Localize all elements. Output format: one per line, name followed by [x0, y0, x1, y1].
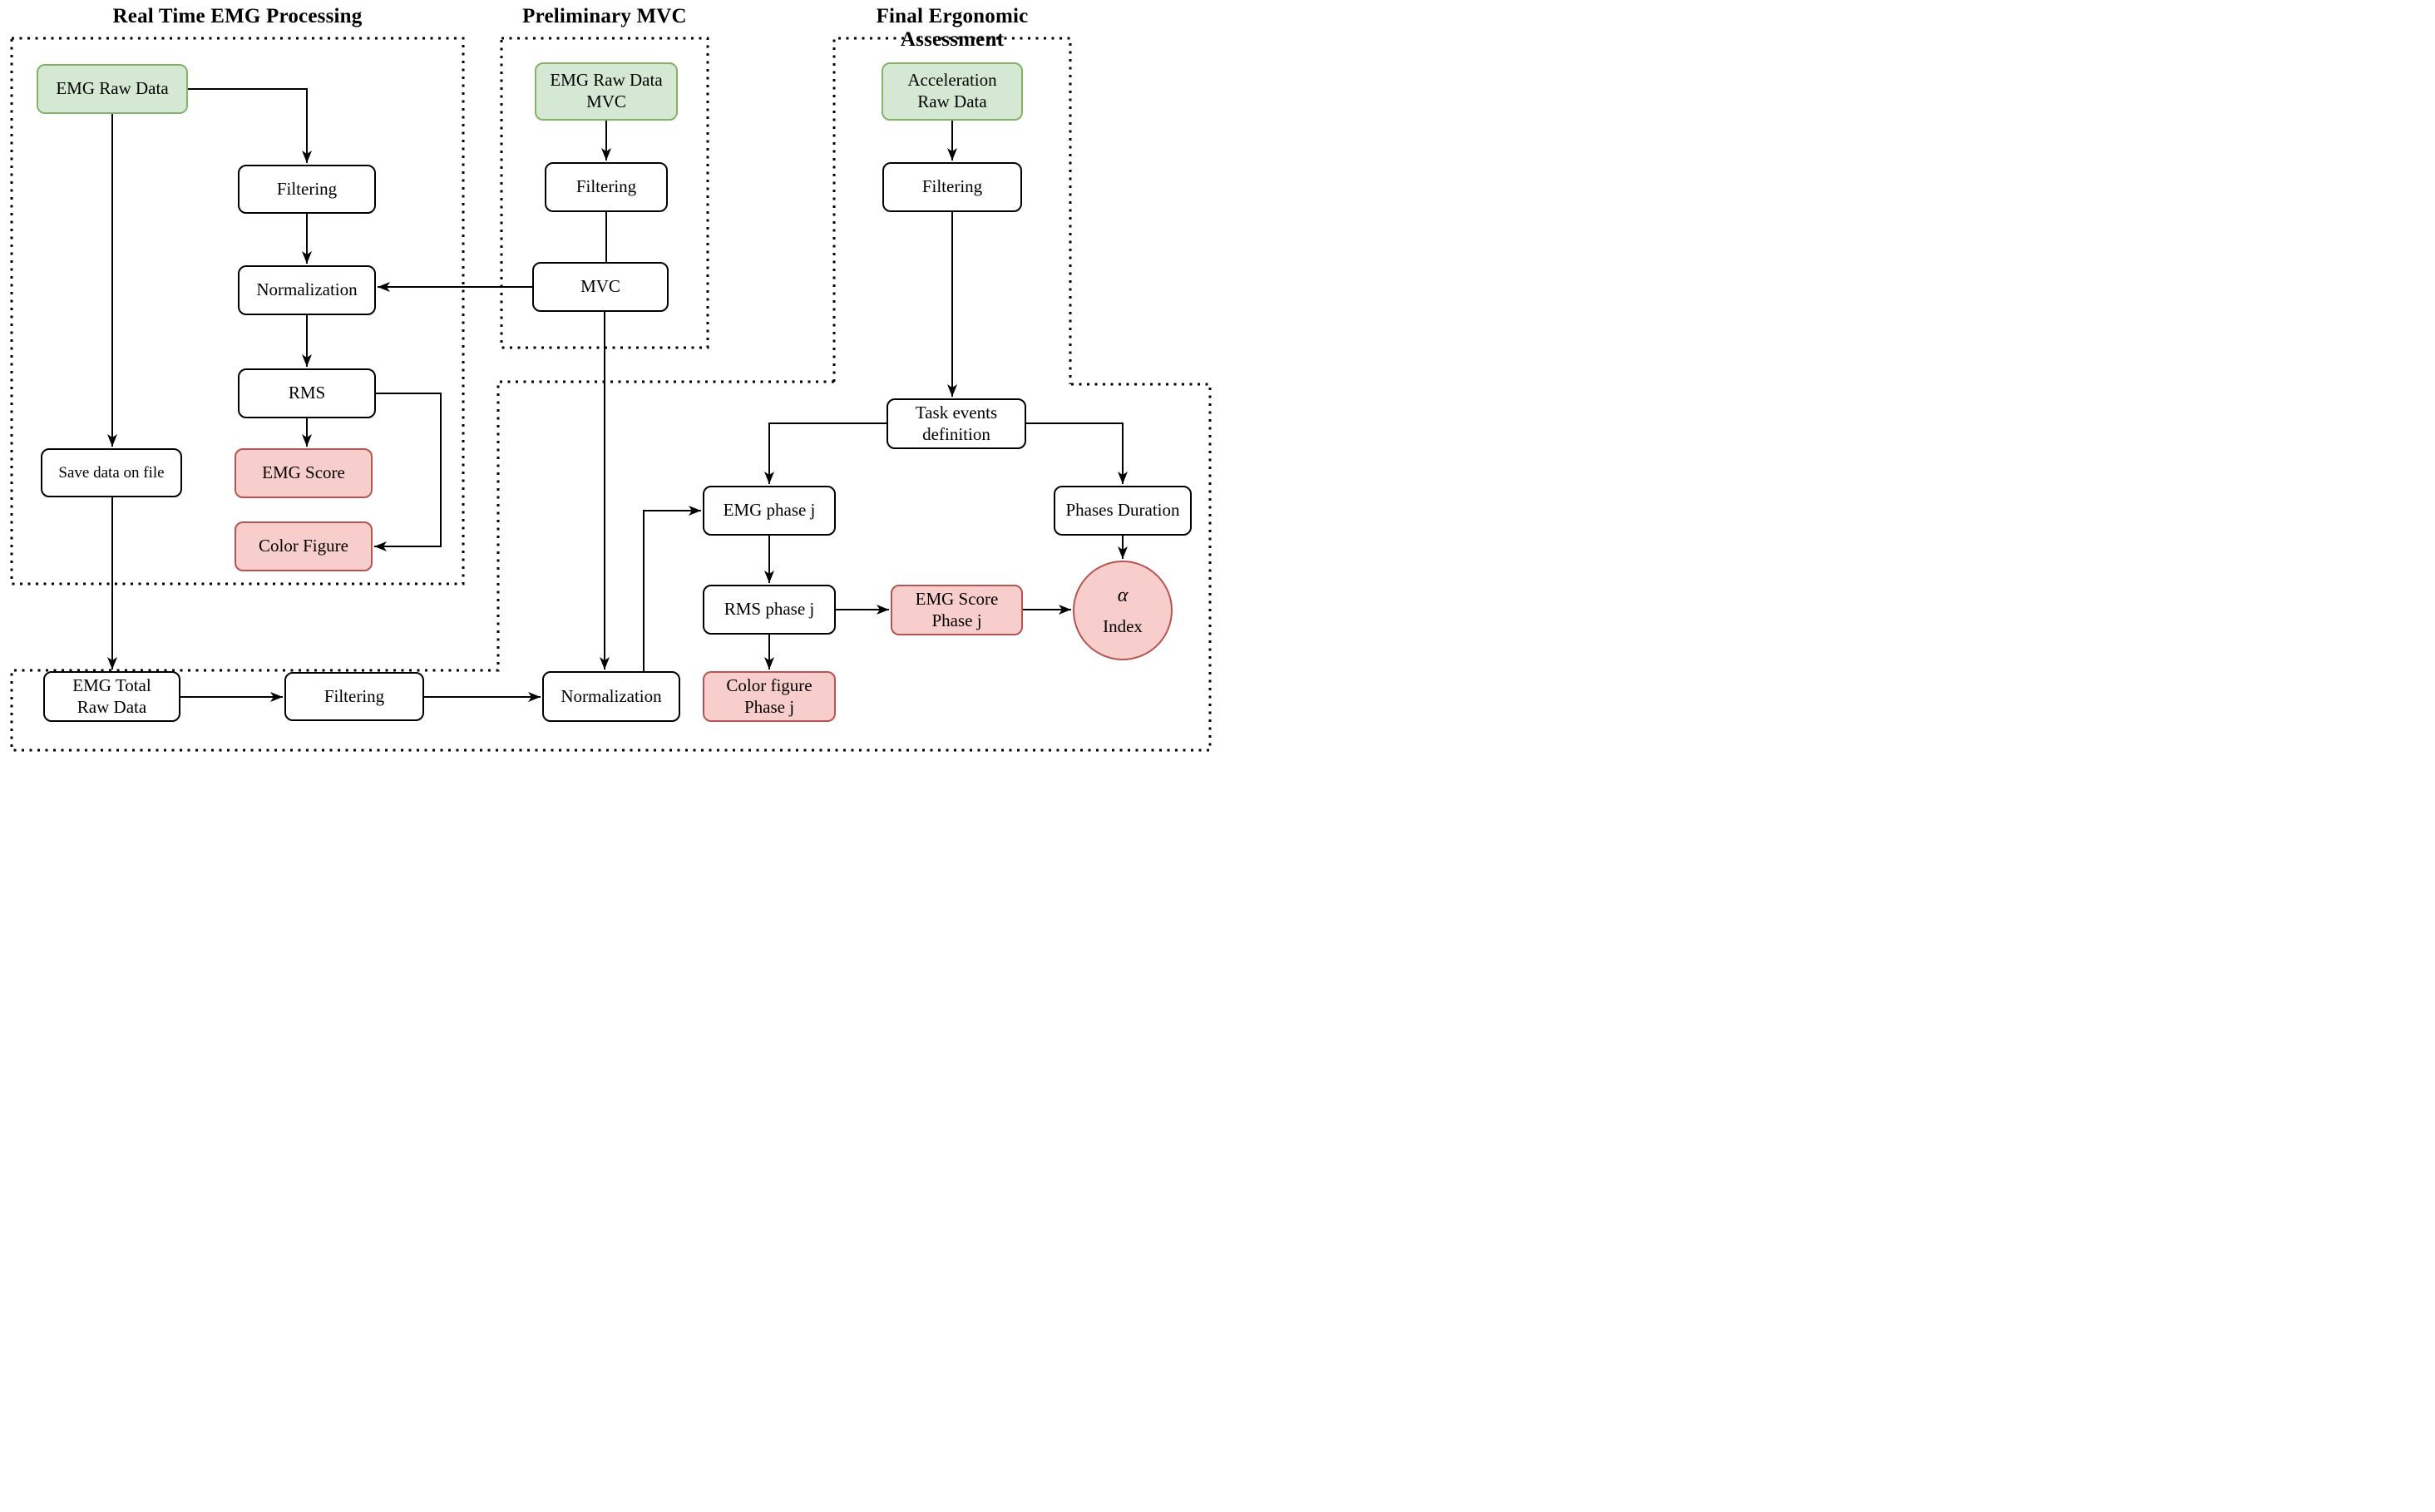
node-color-figure-phase-j: Color figure Phase j	[703, 671, 836, 722]
node-task-events-definition: Task events definition	[887, 398, 1026, 449]
node-emg-score-label: EMG Score	[262, 462, 345, 483]
node-alpha-symbol: α	[1117, 584, 1129, 606]
node-emg-raw-data-label: EMG Raw Data	[56, 78, 169, 99]
section-title-preliminary: Preliminary MVC	[522, 5, 687, 27]
node-emg-score: EMG Score	[235, 448, 373, 498]
node-mvc: MVC	[532, 262, 669, 312]
node-emg-total-raw-data: EMG Total Raw Data	[43, 671, 180, 722]
node-alpha-index-label: Index	[1103, 615, 1143, 636]
node-emg-score-phase-j: EMG Score Phase j	[891, 585, 1023, 635]
section-title-final: Final Ergonomic Assessment	[876, 5, 1029, 51]
node-filtering-fea: Filtering	[882, 162, 1022, 212]
node-acceleration-line1: Acceleration	[907, 70, 997, 91]
node-emg-raw-data: EMG Raw Data	[37, 64, 188, 114]
node-alpha-index: α Index	[1073, 561, 1173, 660]
node-emg-score-phase-j-line2: Phase j	[931, 610, 982, 630]
edge-emgrawdata-to-filtering	[188, 88, 312, 163]
node-emg-raw-data-mvc-line2: MVC	[586, 91, 626, 111]
node-filtering-mvc: Filtering	[545, 162, 668, 212]
node-save-data-on-file: Save data on file	[41, 448, 182, 497]
edge-taskevents-to-phasesduration	[1026, 422, 1128, 484]
node-rms: RMS	[238, 368, 376, 418]
node-filtering-mvc-label: Filtering	[575, 176, 637, 197]
node-filtering-bottom-label: Filtering	[324, 685, 385, 706]
node-normalization-bottom-label: Normalization	[561, 685, 662, 706]
node-task-events-line2: definition	[922, 423, 990, 444]
node-emg-phase-j: EMG phase j	[703, 486, 836, 536]
node-phases-duration-label: Phases Duration	[1065, 500, 1180, 521]
node-emg-raw-data-mvc: EMG Raw Data MVC	[535, 62, 678, 121]
node-filtering-realtime: Filtering	[238, 165, 376, 214]
node-color-figure-label: Color Figure	[259, 536, 348, 556]
node-emg-raw-data-mvc-line1: EMG Raw Data	[550, 70, 663, 91]
border-final-section	[832, 37, 1072, 384]
node-color-figure-phase-j-line2: Phase j	[743, 696, 795, 717]
node-filtering-fea-label: Filtering	[921, 176, 983, 197]
border-realtime-section	[10, 37, 465, 586]
connector-layer	[10, 37, 1212, 752]
section-title-realtime: Real Time EMG Processing	[112, 5, 363, 27]
node-acceleration-raw-data: Acceleration Raw Data	[882, 62, 1023, 121]
node-save-data-label: Save data on file	[58, 463, 165, 482]
node-acceleration-line2: Raw Data	[917, 91, 987, 111]
node-rms-phase-j-label: RMS phase j	[724, 599, 815, 620]
node-filtering-realtime-label: Filtering	[276, 178, 338, 199]
node-emg-score-phase-j-line1: EMG Score	[915, 588, 999, 609]
border-bottom-section	[10, 380, 1212, 752]
node-color-figure-phase-j-line1: Color figure	[726, 674, 812, 695]
node-rms-phase-j: RMS phase j	[703, 585, 836, 635]
flowchart-canvas: Real Time EMG Processing Preliminary MVC…	[0, 0, 1218, 756]
edge-normalizationbottom-to-emgphasej	[643, 506, 701, 671]
node-normalization-realtime: Normalization	[238, 265, 376, 315]
node-emg-phase-j-label: EMG phase j	[723, 500, 816, 521]
edge-taskevents-to-emgphasej	[764, 422, 887, 484]
edge-rms-to-colorfigure	[374, 393, 442, 551]
node-normalization-realtime-label: Normalization	[256, 279, 358, 300]
node-emg-total-line2: Raw Data	[77, 696, 147, 717]
node-normalization-bottom: Normalization	[542, 671, 680, 722]
node-phases-duration: Phases Duration	[1054, 486, 1192, 536]
node-mvc-label: MVC	[580, 276, 620, 297]
node-emg-total-line1: EMG Total	[72, 674, 151, 695]
node-color-figure: Color Figure	[235, 521, 373, 571]
node-filtering-bottom: Filtering	[284, 672, 424, 721]
node-task-events-line1: Task events	[915, 402, 998, 422]
node-rms-label: RMS	[288, 383, 326, 403]
